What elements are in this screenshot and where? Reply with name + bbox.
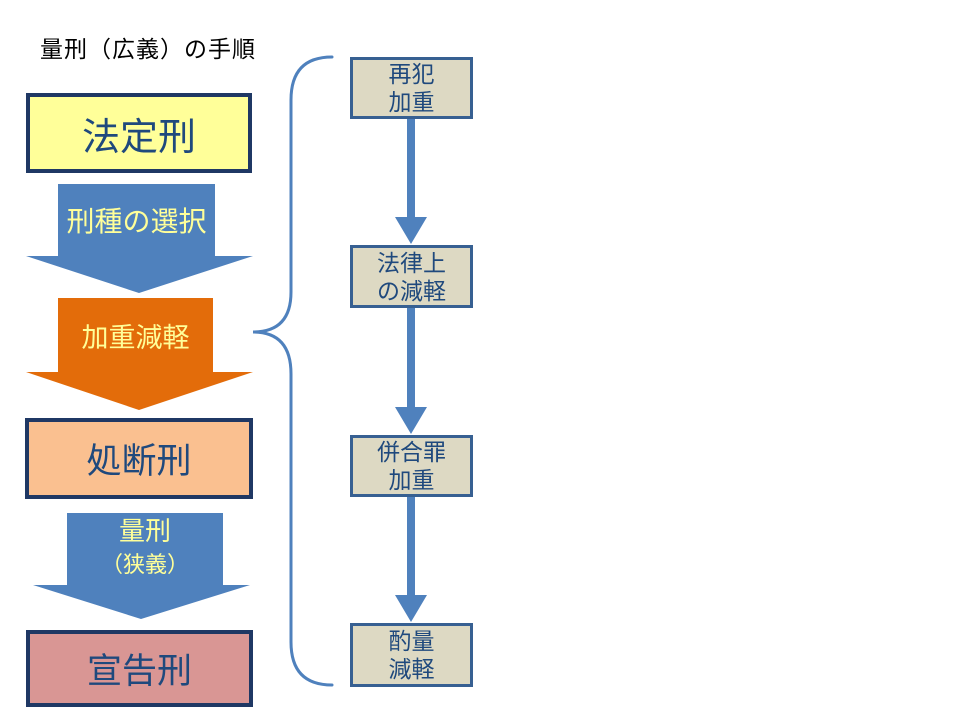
curly-brace: [252, 55, 334, 687]
connector-arrow-2: [395, 308, 427, 434]
aggravation-arrow-text: 加重減軽: [81, 322, 190, 353]
selection-arrow-text: 刑種の選択: [66, 206, 207, 237]
side-box-statutory-mitigation: 法律上 の減軽: [350, 245, 473, 308]
sentencing-down-arrow-shape: [33, 513, 250, 619]
pronounced-penalty-label: 宣告刑: [86, 652, 192, 691]
side-box-3-line2: 減軽: [388, 656, 435, 682]
side-box-1-line1: 法律上: [377, 249, 446, 276]
aggravation-arrow-label: 加重減軽: [58, 298, 213, 372]
page-title: 量刑（広義）の手順: [40, 36, 256, 62]
side-box-joinder-aggravation: 併合罪 加重: [350, 435, 473, 497]
side-box-3-line1: 酌量: [388, 628, 435, 654]
side-box-2-line1: 併合罪: [377, 439, 446, 465]
sentencing-arrow-text-line2: （狭義）: [100, 552, 189, 577]
connector-arrow-3: [395, 497, 427, 622]
side-box-repeat-offense: 再犯 加重: [350, 57, 473, 119]
side-box-1-line2: の減軽: [377, 277, 446, 304]
selection-down-arrow-shape: [26, 184, 253, 293]
sentencing-arrow-label: 量刑 （狭義）: [67, 511, 223, 585]
statutory-penalty-box: 法定刑: [26, 93, 252, 173]
side-box-0-line1: 再犯: [388, 61, 435, 87]
adjudicated-penalty-box: 処断刑: [25, 418, 253, 499]
connector-arrow-1: [395, 119, 427, 244]
sentencing-arrow-text-line1: 量刑: [118, 516, 171, 546]
side-box-0-line2: 加重: [388, 89, 435, 115]
side-box-2-line2: 加重: [388, 467, 435, 493]
statutory-penalty-label: 法定刑: [81, 116, 196, 159]
selection-arrow-label: 刑種の選択: [58, 184, 215, 256]
side-box-discretionary-mitigation: 酌量 減軽: [350, 623, 473, 687]
adjudicated-penalty-label: 処断刑: [86, 442, 192, 481]
aggravation-down-arrow-shape: [26, 298, 253, 410]
pronounced-penalty-box: 宣告刑: [26, 630, 253, 707]
